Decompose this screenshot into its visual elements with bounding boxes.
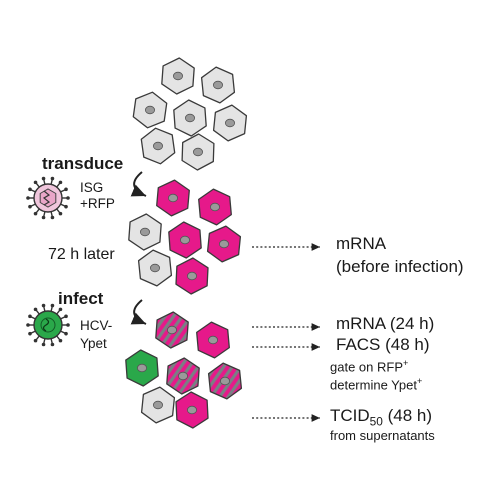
untransduced-cell: [137, 249, 173, 287]
transduce-rfp-label: +RFP: [80, 196, 115, 211]
untransduced-cell: [128, 213, 162, 251]
untransduced-cell: [161, 57, 195, 95]
nucleus: [209, 202, 220, 212]
infect-step-arrow: [130, 299, 147, 325]
infect-hcv-label: HCV-: [80, 318, 113, 333]
nucleus: [212, 80, 223, 90]
transduce-step-arrow: [130, 171, 147, 197]
untransduced-cell: [140, 127, 176, 165]
infect-title: infect: [58, 289, 104, 308]
untransduced-cell: [200, 66, 236, 104]
lentivirus-particle: [26, 176, 70, 220]
nucleus: [186, 405, 197, 415]
infect-ypet-label: Ypet: [80, 336, 107, 351]
nucleus: [166, 325, 177, 335]
facs-determine-note: determine Ypet+: [330, 376, 423, 393]
nucleus: [219, 376, 230, 386]
nucleus: [177, 371, 188, 381]
untransduced-cell: [181, 133, 215, 171]
rfp-cell: [175, 391, 209, 429]
nucleus: [224, 118, 235, 128]
nucleus: [192, 147, 203, 157]
nucleus: [149, 263, 160, 273]
rfp-ypet-cell: [155, 311, 189, 349]
nucleus: [218, 239, 229, 249]
rfp-ypet-cell: [207, 362, 243, 400]
wait-label: 72 h later: [48, 246, 115, 263]
mrna-before-label: mRNA: [336, 234, 387, 253]
nucleus: [139, 227, 150, 237]
rfp-cell: [156, 179, 190, 217]
rfp-ypet-cell: [166, 357, 200, 395]
rfp-cell: [198, 188, 232, 226]
rfp-cell: [196, 321, 230, 359]
hcv-particle: [26, 303, 70, 347]
nucleus: [144, 105, 155, 115]
nucleus: [207, 335, 218, 345]
nucleus: [186, 271, 197, 281]
mrna-before-note: (before infection): [336, 257, 464, 276]
nucleus: [179, 235, 190, 245]
untransduced-cell: [173, 99, 207, 137]
nucleus: [184, 113, 195, 123]
transduce-isg-label: ISG: [80, 180, 104, 195]
ypet-cell: [125, 349, 159, 387]
untransduced-cell: [212, 104, 248, 142]
tcid50-label: TCID50 (48 h): [330, 406, 433, 429]
facs-label: FACS (48 h): [336, 335, 430, 354]
mrna-24h-label: mRNA (24 h): [336, 314, 435, 333]
rfp-cell: [168, 221, 202, 259]
nucleus: [152, 141, 163, 151]
transduce-title: transduce: [42, 154, 124, 173]
tcid50-note: from supernatants: [330, 428, 435, 443]
nucleus: [136, 363, 147, 373]
facs-gate-note: gate on RFP+: [330, 358, 409, 375]
nucleus: [167, 193, 178, 203]
nucleus: [172, 71, 183, 81]
rfp-cell: [206, 225, 242, 263]
nucleus: [152, 400, 163, 410]
rfp-cell: [175, 257, 209, 295]
untransduced-cell: [132, 91, 168, 129]
untransduced-cell: [140, 386, 176, 424]
